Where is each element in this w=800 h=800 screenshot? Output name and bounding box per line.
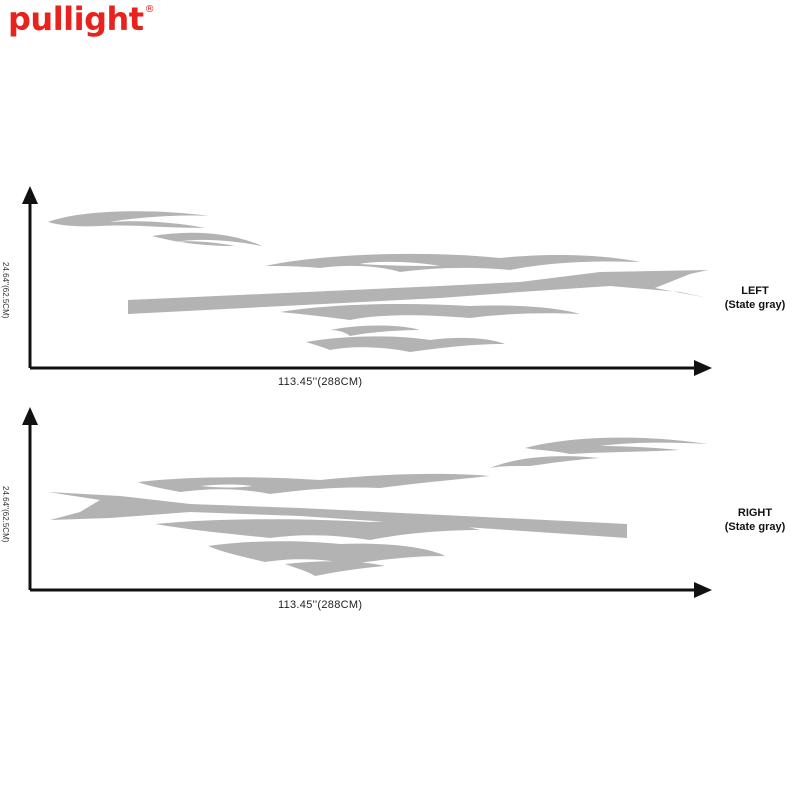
left-decal-panel: 24.64''(62.5CM) 113.45''(288CM) LEFT (St… <box>0 180 800 400</box>
left-dimension-axes <box>22 186 712 376</box>
right-side-label: RIGHT (State gray) <box>710 506 800 534</box>
right-flame-decal <box>48 437 708 576</box>
left-arrow-up-icon <box>22 186 38 204</box>
left-side-name: LEFT <box>741 285 769 297</box>
left-decal-drawing <box>22 186 712 376</box>
right-height-label: 24.64''(62.5CM) <box>1 486 10 543</box>
registered-mark: ® <box>144 4 155 15</box>
right-side-name: RIGHT <box>737 507 773 519</box>
left-side-label: LEFT (State gray) <box>710 284 800 312</box>
brand-logo: pullight® <box>8 0 155 38</box>
right-decal-drawing <box>22 407 712 598</box>
left-color-name: (State gray) <box>724 299 786 311</box>
right-decal-panel: 24.64''(62.5CM) 113.45''(288CM) RIGHT (S… <box>0 400 800 620</box>
left-width-label: 113.45''(288CM) <box>278 376 363 388</box>
right-dimension-axes <box>22 407 712 598</box>
right-arrow-right-icon <box>694 582 712 598</box>
left-arrow-right-icon <box>694 360 712 376</box>
right-arrow-up-icon <box>22 407 38 425</box>
brand-name: pullight <box>8 0 144 38</box>
right-width-label: 113.45''(288CM) <box>278 599 363 611</box>
left-flame-decal <box>48 211 708 352</box>
left-height-label: 24.64''(62.5CM) <box>1 262 10 319</box>
right-color-name: (State gray) <box>724 521 786 533</box>
